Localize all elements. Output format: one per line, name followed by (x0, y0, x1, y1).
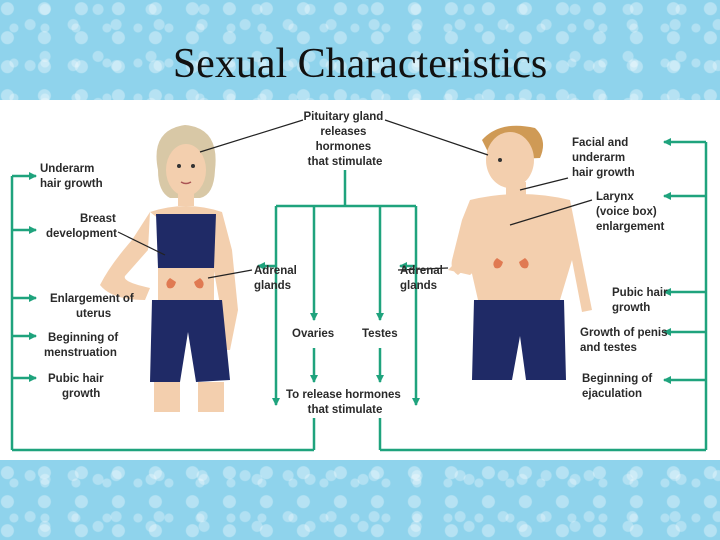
female-figure (100, 125, 238, 412)
label-adrenal-right: Adrenal glands (400, 265, 446, 292)
label-female-pubic: Pubic hair growth (48, 373, 107, 400)
label-release: To release hormones that stimulate (286, 389, 404, 416)
label-male-facial: Facial and underarm hair growth (572, 137, 635, 179)
label-female-underarm: Underarm hair growth (40, 163, 103, 190)
label-male-larynx: Larynx (voice box) enlargement (596, 191, 665, 233)
label-female-menstruation: Beginning of menstruation (44, 332, 121, 359)
label-male-pubic: Pubic hair growth (612, 287, 671, 314)
label-male-penis: Growth of penis and testes (580, 327, 671, 354)
slide-title: Sexual Characteristics (172, 41, 548, 87)
label-adrenal-left: Adrenal glands (254, 265, 300, 292)
arrow-network (10, 138, 708, 452)
male-figure (448, 125, 592, 380)
label-female-uterus: Enlargement of uterus (50, 293, 137, 320)
diagram: Pituitary gland releases hormones that s… (10, 111, 708, 452)
label-female-breast: Breast development (46, 213, 119, 240)
label-pituitary: Pituitary gland releases hormones that s… (303, 111, 386, 168)
label-ovaries: Ovaries (292, 328, 334, 340)
label-male-ejaculation: Beginning of ejaculation (582, 373, 655, 400)
label-testes: Testes (362, 328, 398, 340)
diagram-labels: Pituitary gland releases hormones that s… (40, 111, 671, 416)
